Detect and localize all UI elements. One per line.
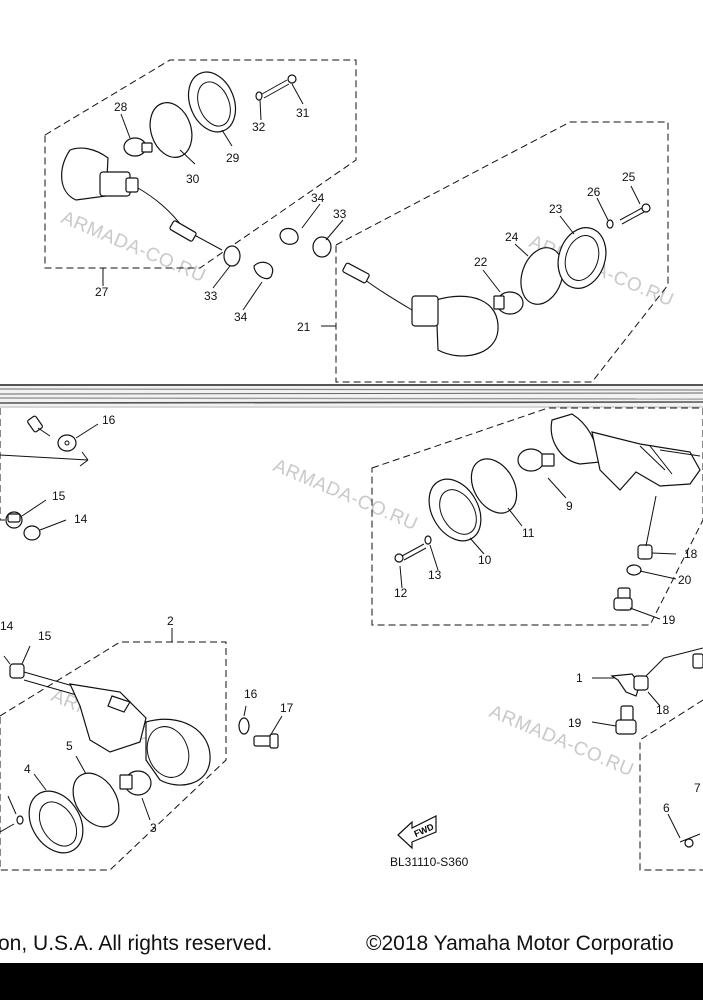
callout-label: 28 (114, 100, 128, 114)
callout-label: 23 (549, 202, 563, 216)
callout-label: 15 (38, 629, 52, 643)
callout-label: 21 (297, 320, 311, 334)
copyright-right: ©2018 Yamaha Motor Corporatio (366, 932, 674, 955)
turn-signal-assembly-2 (0, 628, 283, 871)
callout-label: 34 (311, 191, 325, 205)
callout-label: 33 (204, 289, 218, 303)
callout-label: 31 (296, 106, 310, 120)
scan-band (0, 384, 703, 408)
copyright-left: on, U.S.A. All rights reserved. (0, 932, 273, 955)
watermark: ARMADA-CO.RU (486, 701, 637, 781)
bottom-bar (0, 963, 703, 1000)
callout-label: 11 (522, 526, 535, 540)
callout-label: 20 (678, 573, 692, 587)
callout-label: 14 (0, 619, 14, 633)
callout-label: 27 (95, 285, 109, 299)
callout-label: 26 (587, 185, 601, 199)
callout-label: 2 (167, 614, 174, 628)
callout-label: 22 (474, 255, 488, 269)
callout-label: 9 (566, 499, 573, 513)
callout-label: 30 (186, 172, 200, 186)
callout-label: 6 (663, 801, 670, 815)
callout-label: 15 (52, 489, 66, 503)
callout-label: 32 (252, 120, 266, 134)
callout-label: 33 (333, 207, 347, 221)
left-bracket-hardware (0, 408, 99, 541)
callout-label: 18 (684, 547, 698, 561)
callout-label: 19 (662, 613, 676, 627)
turn-signal-assembly-21 (279, 121, 669, 383)
callout-label: 7 (694, 781, 701, 795)
turn-signal-assembly-right (371, 407, 703, 626)
callout-label: 12 (394, 586, 408, 600)
callout-label: 10 (478, 553, 492, 567)
watermark: ARMADA-CO.RU (270, 455, 421, 535)
callout-label: 16 (244, 687, 258, 701)
callout-label: 19 (568, 716, 582, 730)
watermarks: ARMADA-CO.RU ARMADA-CO.RU ARMADA-CO.RU A… (48, 207, 677, 781)
callout-label: 24 (505, 230, 519, 244)
diagram-code: BL31110-S360 (390, 855, 469, 869)
callouts: 28 30 29 32 31 27 33 34 34 33 21 22 24 2… (0, 100, 701, 835)
right-bracket-hardware (591, 647, 703, 871)
callout-label: 25 (622, 170, 636, 184)
watermark: ARMADA-CO.RU (58, 207, 209, 287)
callout-label: 3 (150, 821, 157, 835)
fwd-arrow: FWD (397, 815, 437, 850)
callout-label: 17 (280, 701, 294, 715)
callout-label: 5 (66, 739, 73, 753)
callout-label: 4 (24, 762, 31, 776)
callout-label: 29 (226, 151, 240, 165)
callout-label: 34 (234, 310, 248, 324)
callout-label: 1 (576, 671, 583, 685)
turn-signal-assembly-27 (44, 59, 357, 311)
callout-label: 18 (656, 703, 670, 717)
callout-label: 13 (428, 568, 442, 582)
callout-label: 16 (102, 413, 116, 427)
callout-label: 14 (74, 512, 88, 526)
